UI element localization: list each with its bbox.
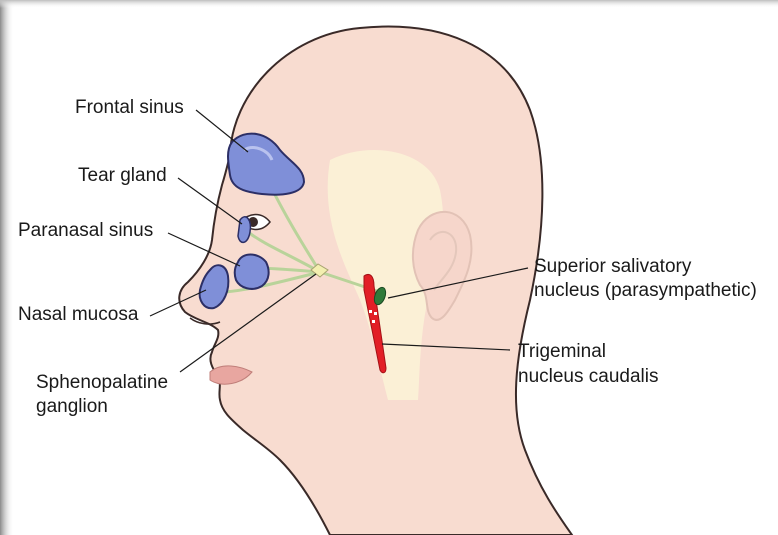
paranasal-sinus-shape xyxy=(235,255,269,289)
label-superior-salivatory-line1: Superior salivatory xyxy=(534,256,692,277)
label-sphenopalatine-ganglion-line1: Sphenopalatine xyxy=(36,372,168,393)
label-tear-gland: Tear gland xyxy=(78,165,167,186)
label-trigeminal-line2: nucleus caudalis xyxy=(518,366,658,387)
frame-top-shadow xyxy=(0,0,778,8)
tear-gland-shape xyxy=(238,217,250,243)
label-nasal-mucosa: Nasal mucosa xyxy=(18,304,139,325)
frame-left-shadow xyxy=(0,0,14,535)
label-trigeminal-line1: Trigeminal xyxy=(518,341,606,362)
label-paranasal-sinus: Paranasal sinus xyxy=(18,220,153,241)
label-superior-salivatory-line2: nucleus (parasympathetic) xyxy=(534,280,757,301)
label-sphenopalatine-ganglion-line2: ganglion xyxy=(36,396,108,417)
label-frontal-sinus: Frontal sinus xyxy=(75,97,184,118)
